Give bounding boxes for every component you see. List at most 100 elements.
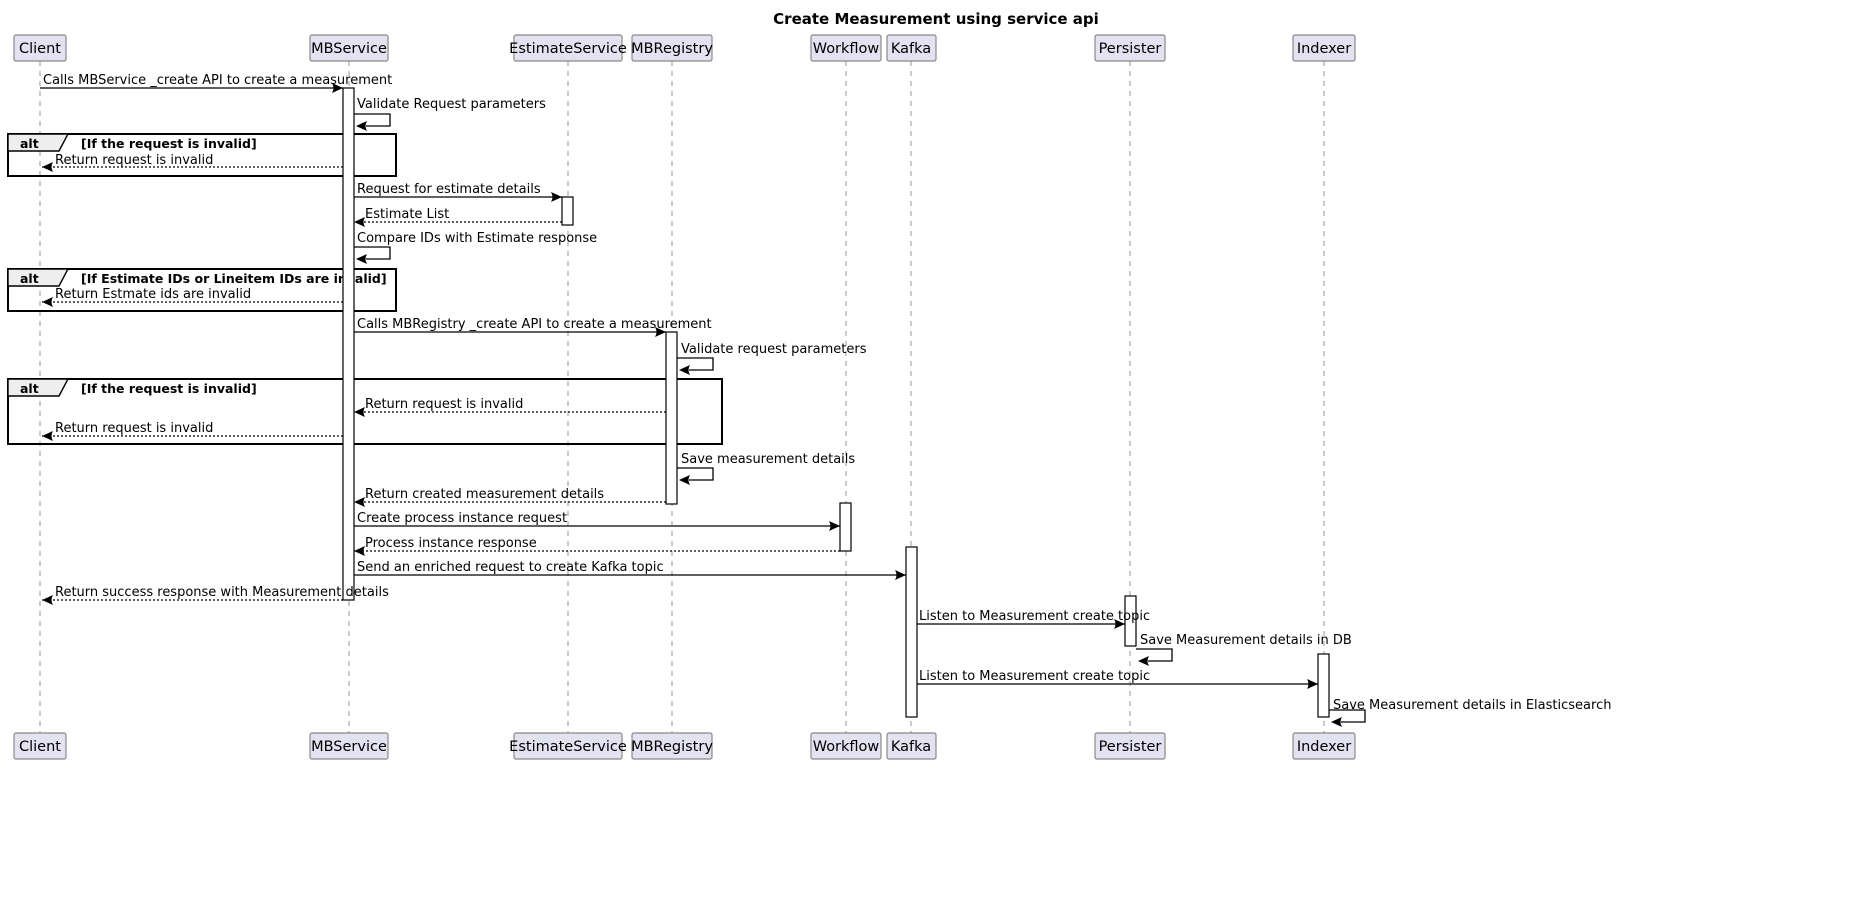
message-m3: Return request is invalid (42, 153, 343, 172)
arrowhead (354, 546, 365, 556)
message-m19: Save Measurement details in DB (1136, 633, 1352, 666)
activation-mbregistry (665, 331, 678, 505)
participant-label: Persister (1099, 739, 1162, 755)
participant-box[interactable] (631, 732, 713, 760)
participant-indexer-top[interactable]: Indexer (1292, 34, 1356, 62)
activations-layer (342, 87, 1330, 718)
message-label: Request for estimate details (357, 182, 541, 197)
message-label: Return success response with Measurement… (55, 585, 389, 600)
message-m13: Return created measurement details (354, 487, 666, 507)
message-label: Listen to Measurement create topic (919, 669, 1150, 684)
participant-box[interactable] (13, 732, 67, 760)
participant-client-top[interactable]: Client (13, 34, 67, 62)
message-line (677, 467, 714, 481)
messages-layer: Calls MBService _create API to create a … (40, 73, 1611, 727)
arrowhead (354, 217, 365, 227)
arrowhead (1331, 717, 1342, 727)
message-label: Save Measurement details in Elasticsearc… (1333, 698, 1611, 713)
participant-box[interactable] (631, 34, 713, 62)
arrowhead (1307, 679, 1318, 689)
participant-box[interactable] (309, 732, 389, 760)
message-line (354, 113, 391, 127)
fragment-condition-label: [If Estimate IDs or Lineitem IDs are inv… (81, 271, 387, 286)
message-m5: Estimate List (354, 207, 562, 227)
arrowhead (42, 595, 53, 605)
participant-box[interactable] (1292, 34, 1356, 62)
alt-fragment: alt[If the request is invalid] (7, 133, 397, 177)
participant-client-bottom[interactable]: Client (13, 732, 67, 760)
participant-label: MBRegistry (631, 739, 713, 755)
message-m9: Validate request parameters (677, 342, 867, 375)
participant-persister-bottom[interactable]: Persister (1094, 732, 1166, 760)
message-label: Save Measurement details in DB (1140, 633, 1352, 648)
participant-label: Persister (1099, 41, 1162, 57)
participant-label: Workflow (813, 739, 880, 755)
message-m8: Calls MBRegistry _create API to create a… (354, 317, 712, 337)
message-label: Validate request parameters (681, 342, 867, 357)
message-label: Calls MBService _create API to create a … (43, 73, 392, 88)
message-label: Listen to Measurement create topic (919, 609, 1150, 624)
participant-mbregistry-bottom[interactable]: MBRegistry (631, 732, 713, 760)
message-line (1136, 648, 1173, 662)
participant-box[interactable] (886, 34, 937, 62)
fragment-tab (7, 268, 70, 287)
participant-kafka-top[interactable]: Kafka (886, 34, 937, 62)
fragments-layer: alt[If the request is invalid] alt [If Est… (7, 133, 723, 445)
activation-mbservice (342, 87, 355, 601)
participant-box[interactable] (513, 34, 623, 62)
participant-workflow-bottom[interactable]: Workflow (810, 732, 882, 760)
participant-mbservice-bottom[interactable]: MBService (309, 732, 389, 760)
participant-mbregistry-top[interactable]: MBRegistry (631, 34, 713, 62)
message-label: Process instance response (365, 536, 537, 551)
participant-persister-top[interactable]: Persister (1094, 34, 1166, 62)
participant-mbservice-top[interactable]: MBService (309, 34, 389, 62)
arrowhead (655, 327, 666, 337)
message-line (1329, 709, 1366, 723)
alt-fragment: alt [If Estimate IDs or Lineitem IDs are … (7, 268, 397, 312)
message-m6: Compare IDs with Estimate response (354, 231, 597, 264)
participant-estimateservice-top[interactable]: EstimateService (509, 34, 627, 62)
message-m18: Listen to Measurement create topic (917, 609, 1150, 629)
participant-box[interactable] (810, 732, 882, 760)
arrowhead (1138, 656, 1149, 666)
participant-label: MBService (311, 41, 387, 57)
fragment-tab (7, 133, 70, 152)
participant-box[interactable] (886, 732, 937, 760)
participant-estimateservice-bottom[interactable]: EstimateService (509, 732, 627, 760)
participant-box[interactable] (13, 34, 67, 62)
activation-persister (1124, 595, 1137, 647)
message-label: Save measurement details (681, 452, 855, 467)
activation-indexer (1317, 653, 1330, 718)
participant-box[interactable] (1094, 34, 1166, 62)
message-m16: Send an enriched request to create Kafka… (354, 560, 906, 580)
message-label: Return Estmate ids are invalid (55, 287, 251, 302)
message-label: Calls MBRegistry _create API to create a… (357, 317, 712, 332)
arrowhead (679, 475, 690, 485)
participant-box[interactable] (810, 34, 882, 62)
arrowhead (42, 297, 53, 307)
participant-workflow-top[interactable]: Workflow (810, 34, 882, 62)
fragment-operator-label: alt (20, 271, 39, 286)
participant-box[interactable] (1292, 732, 1356, 760)
arrowhead (42, 431, 53, 441)
diagram-title: Create Measurement using service api (773, 10, 1099, 28)
message-m2: Validate Request parameters (354, 97, 546, 131)
participant-box[interactable] (1094, 732, 1166, 760)
fragment-condition-label: [If the request is invalid] (81, 381, 257, 396)
message-label: Send an enriched request to create Kafka… (357, 560, 664, 575)
message-label: Return request is invalid (365, 397, 523, 412)
participant-kafka-bottom[interactable]: Kafka (886, 732, 937, 760)
message-m15: Process instance response (354, 536, 840, 556)
message-m4: Request for estimate details (354, 182, 562, 202)
participant-label: EstimateService (509, 41, 627, 57)
participant-label: Workflow (813, 41, 880, 57)
participant-label: Indexer (1297, 41, 1351, 57)
arrowhead (829, 521, 840, 531)
message-label: Return request is invalid (55, 153, 213, 168)
participant-indexer-bottom[interactable]: Indexer (1292, 732, 1356, 760)
message-m10: Return request is invalid (354, 397, 666, 417)
participant-box[interactable] (513, 732, 623, 760)
participant-box[interactable] (309, 34, 389, 62)
message-label: Create process instance request (357, 511, 567, 526)
